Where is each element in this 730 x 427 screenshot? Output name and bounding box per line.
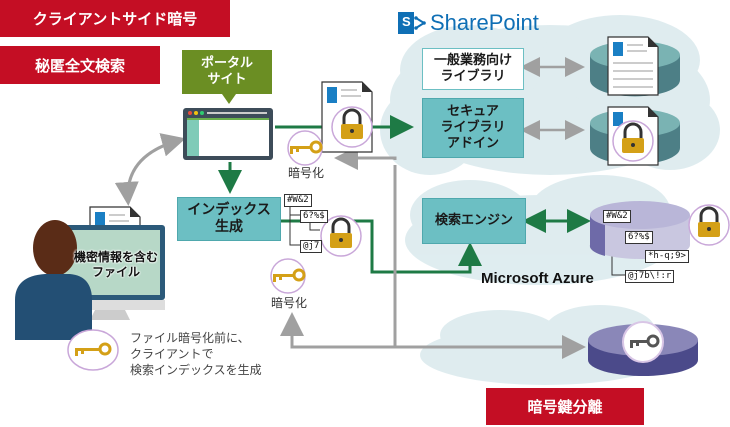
- key-vault-db: [588, 321, 698, 376]
- azure-index-token: #W&2: [603, 210, 631, 223]
- key-icon-user: [67, 329, 119, 371]
- portal-site-callout: ポータル サイト: [182, 50, 272, 94]
- encrypt-caption-middle: 暗号化: [271, 296, 308, 310]
- secure-library-addin-box[interactable]: セキュア ライブラリ アドイン: [422, 98, 524, 158]
- key-to-top-encrypt-arrow: [334, 146, 397, 170]
- client-index-note: ファイル暗号化前に、 クライアントで 検索インデックスを生成: [130, 330, 262, 378]
- general-library-line1: 一般業務向け: [433, 53, 512, 68]
- index-token: 6?%$: [300, 210, 328, 223]
- key-icon-vault: [630, 334, 660, 348]
- azure-index-token: @j7b\!:r: [625, 270, 675, 283]
- portal-callout-line2: サイト: [207, 72, 247, 87]
- index-gen-line2: 生成: [215, 219, 243, 235]
- azure-index-token: *h-q;9>: [645, 250, 689, 263]
- key-vault-arrow: [280, 312, 586, 359]
- microsoft-azure-label: Microsoft Azure: [481, 270, 594, 287]
- general-library-line2: ライブラリ: [440, 69, 506, 84]
- client-side-encryption-label: クライアントサイド暗号: [0, 0, 230, 37]
- index-token: #W&2: [284, 194, 312, 207]
- key-separation-label: 暗号鍵分離: [486, 388, 644, 425]
- portal-browser-window[interactable]: [183, 108, 273, 160]
- note-line1: ファイル暗号化前に、: [130, 331, 250, 345]
- search-engine-box[interactable]: 検索エンジン: [422, 198, 526, 244]
- file-label-line1: 機密情報を含む: [73, 250, 158, 264]
- sharepoint-logo-letter: S: [402, 14, 411, 29]
- secure-library-line2: ライブラリ: [440, 120, 506, 135]
- index-token: @j7: [300, 240, 323, 253]
- user-avatar: [15, 220, 92, 340]
- azure-index-token: 6?%$: [625, 231, 653, 244]
- portal-callout-line1: ポータル: [200, 56, 253, 71]
- note-line3: 検索インデックスを生成: [130, 363, 262, 377]
- secure-library-line3: アドイン: [446, 136, 499, 151]
- general-library-box[interactable]: 一般業務向け ライブラリ: [422, 48, 524, 90]
- encrypt-caption-top: 暗号化: [288, 166, 325, 180]
- confidential-file-label: 機密情報を含む ファイル: [66, 250, 166, 280]
- key-icon-top: [287, 130, 323, 166]
- index-generation-box[interactable]: インデックス 生成: [177, 197, 281, 241]
- callout-pointer: [222, 94, 236, 104]
- index-gen-line1: インデックス: [187, 202, 271, 218]
- document-icon-general: [607, 36, 659, 96]
- lock-icon-azure: [688, 204, 730, 246]
- lock-icon-upload: [331, 106, 373, 148]
- key-icon-middle: [270, 258, 306, 294]
- note-line2: クライアントで: [130, 347, 214, 361]
- secret-fulltext-search-label: 秘匿全文検索: [0, 46, 160, 84]
- sharepoint-brand: SharePoint: [430, 10, 539, 35]
- sharepoint-logo-icon: [398, 12, 426, 34]
- user-portal-arrow: [114, 133, 186, 206]
- secure-library-line1: セキュア: [447, 104, 499, 119]
- lock-icon-secure-doc: [612, 120, 654, 162]
- file-label-line2: ファイル: [91, 265, 140, 279]
- lock-icon-index: [320, 215, 362, 257]
